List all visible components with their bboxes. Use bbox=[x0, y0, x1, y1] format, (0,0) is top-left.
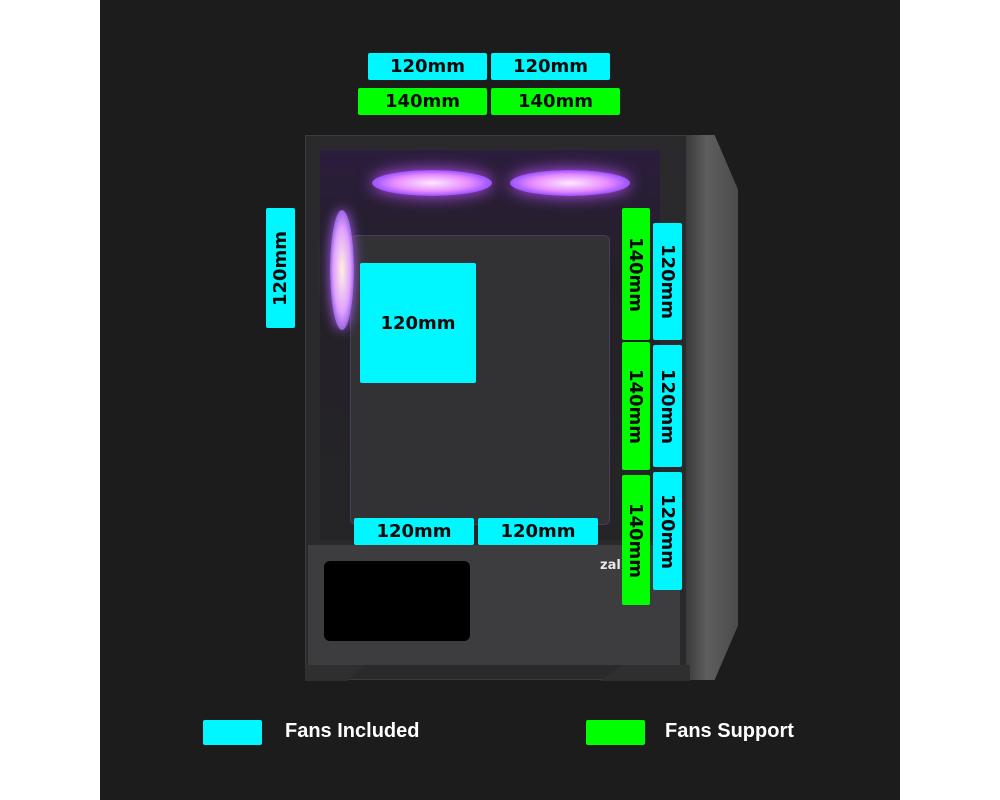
brand-logo: zal bbox=[600, 558, 621, 573]
legend-swatch-included bbox=[203, 720, 262, 745]
case-foot-left bbox=[305, 665, 365, 681]
rear-included-label: 120mm bbox=[266, 208, 295, 328]
psu-window bbox=[324, 561, 470, 641]
top-support-label-1: 140mm bbox=[358, 88, 487, 115]
bottom-included-label-2: 120mm bbox=[478, 518, 598, 545]
top-included-label-2: 120mm bbox=[491, 53, 610, 80]
top-included-label-1: 120mm bbox=[368, 53, 487, 80]
top-support-label-2: 140mm bbox=[491, 88, 620, 115]
front-included-label-2: 120mm bbox=[653, 345, 682, 467]
case-foot-right bbox=[600, 665, 690, 681]
front-support-label-3: 140mm bbox=[622, 475, 650, 605]
center-included-label: 120mm bbox=[360, 263, 476, 383]
front-panel bbox=[686, 135, 738, 680]
top-fan-1-icon bbox=[372, 170, 492, 196]
rear-fan-icon bbox=[330, 210, 354, 330]
front-included-label-1: 120mm bbox=[653, 223, 682, 340]
legend-label-included: Fans Included bbox=[285, 720, 420, 742]
top-fan-2-icon bbox=[510, 170, 630, 196]
front-included-label-3: 120mm bbox=[653, 472, 682, 590]
front-support-label-1: 140mm bbox=[622, 208, 650, 340]
bottom-included-label-1: 120mm bbox=[354, 518, 474, 545]
front-support-label-2: 140mm bbox=[622, 342, 650, 470]
legend-swatch-support bbox=[586, 720, 645, 745]
legend-label-support: Fans Support bbox=[665, 720, 794, 742]
